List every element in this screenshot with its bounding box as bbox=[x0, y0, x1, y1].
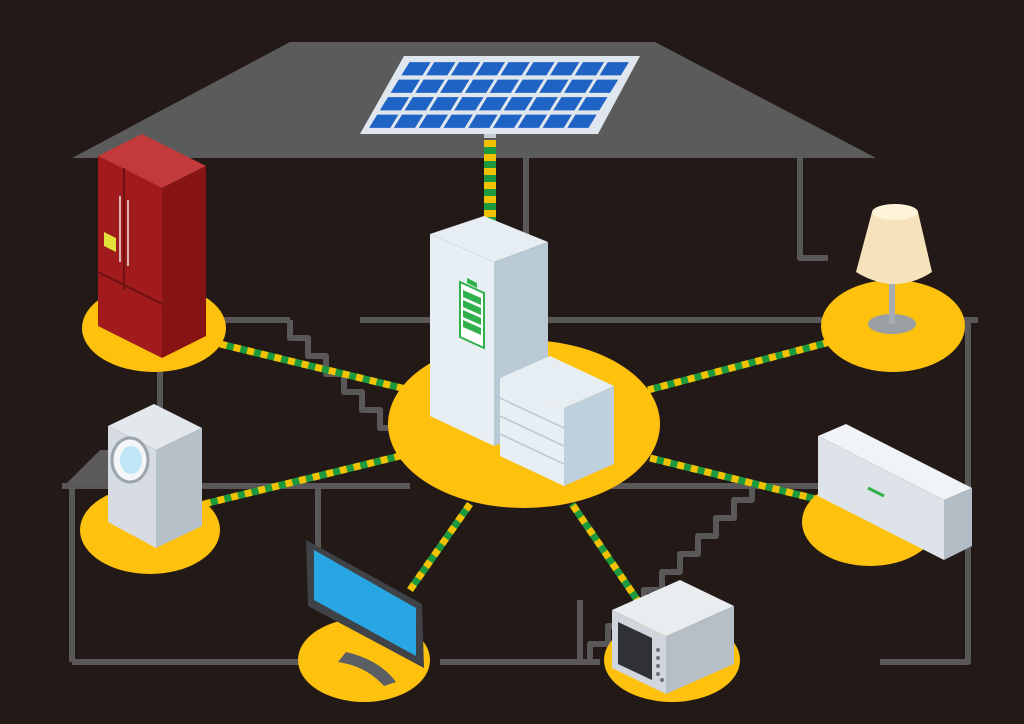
storage-box-side bbox=[564, 386, 614, 486]
battery-tower-top bbox=[430, 216, 548, 262]
ac-top bbox=[818, 424, 972, 500]
solar-cell bbox=[553, 97, 583, 111]
home-battery-storage-hub bbox=[430, 216, 614, 486]
microwave-top bbox=[612, 580, 734, 636]
washing-machine bbox=[108, 404, 202, 548]
solar-cell bbox=[429, 97, 459, 111]
solar-cell bbox=[517, 114, 548, 128]
solar-cell bbox=[599, 62, 629, 76]
solar-cell bbox=[440, 79, 470, 93]
microwave-side bbox=[666, 606, 734, 694]
table-lamp bbox=[856, 204, 932, 334]
solar-cell bbox=[500, 62, 530, 76]
right-wall bbox=[880, 320, 971, 665]
solar-cell bbox=[539, 79, 569, 93]
solar-cell bbox=[426, 62, 456, 76]
battery-icon bbox=[459, 278, 485, 350]
cable-stripe-home-battery-storage-hub-to-refrigerator bbox=[219, 340, 411, 394]
solar-cell bbox=[542, 114, 572, 128]
storage-box-lines bbox=[499, 397, 565, 465]
cable-stripe-home-battery-storage-hub-to-air-conditioner bbox=[649, 454, 821, 504]
solar-cell bbox=[578, 97, 608, 111]
cable-stripe-home-battery-storage-hub-to-washing-machine bbox=[203, 452, 401, 508]
microwave-buttons bbox=[656, 648, 664, 682]
cable-stripe-home-battery-storage-hub-to-microwave-oven bbox=[569, 502, 643, 606]
air-conditioner bbox=[818, 424, 972, 560]
washer-top bbox=[108, 404, 202, 450]
solar-cell bbox=[379, 97, 410, 111]
solar-cell bbox=[549, 62, 580, 76]
solar-cell bbox=[574, 62, 605, 76]
washer-side bbox=[156, 428, 202, 548]
solar-cell bbox=[492, 114, 523, 128]
tv-icon bbox=[314, 550, 416, 656]
fridge-front bbox=[98, 156, 162, 358]
lamp-icon bbox=[856, 206, 932, 284]
solar-panel bbox=[360, 56, 640, 138]
solar-cell bbox=[443, 114, 473, 128]
ac-icon bbox=[867, 486, 885, 498]
storage-box-top bbox=[500, 356, 614, 408]
cable-stripe-home-battery-storage-hub-to-table-lamp bbox=[647, 338, 831, 394]
solar-cell bbox=[418, 114, 449, 128]
solar-cell bbox=[468, 114, 498, 128]
solar-cells bbox=[369, 62, 629, 128]
solar-cell bbox=[464, 79, 495, 93]
sun-panel-icon bbox=[360, 56, 640, 134]
solar-cell bbox=[503, 97, 534, 111]
refrigerator bbox=[97, 134, 206, 358]
solar-cell bbox=[369, 114, 399, 128]
battery-tower-front bbox=[430, 234, 494, 446]
fridge-side bbox=[162, 166, 206, 358]
microwave-icon bbox=[618, 622, 652, 680]
solar-cell bbox=[393, 114, 424, 128]
solar-cell bbox=[564, 79, 594, 93]
cables bbox=[203, 140, 831, 606]
solar-cell bbox=[588, 79, 619, 93]
solar-cell bbox=[478, 97, 509, 111]
solar-cell bbox=[415, 79, 445, 93]
solar-cell bbox=[404, 97, 434, 111]
solar-cell bbox=[390, 79, 420, 93]
lower-stairs bbox=[587, 486, 755, 662]
solar-cell bbox=[489, 79, 520, 93]
solar-cell bbox=[528, 97, 558, 111]
solar-cell bbox=[567, 114, 597, 128]
solar-cell bbox=[450, 62, 481, 76]
ac-front bbox=[818, 436, 944, 560]
upper-right-wall bbox=[797, 158, 828, 261]
fridge-display bbox=[104, 232, 116, 252]
solar-cell bbox=[525, 62, 555, 76]
solar-cell bbox=[514, 79, 544, 93]
fridge-icon bbox=[97, 168, 163, 305]
fridge-top bbox=[98, 134, 206, 188]
ac-side bbox=[944, 488, 972, 560]
lamp-shade-top bbox=[872, 204, 918, 220]
solar-cell bbox=[401, 62, 431, 76]
solar-cell bbox=[475, 62, 506, 76]
cable-stripe-home-battery-storage-hub-to-television bbox=[407, 501, 473, 593]
tv-stand bbox=[338, 652, 396, 686]
lamp-stem bbox=[889, 280, 895, 324]
solar-mount bbox=[484, 134, 496, 138]
television bbox=[306, 540, 424, 686]
microwave-oven bbox=[612, 580, 734, 694]
solar-cell bbox=[454, 97, 484, 111]
